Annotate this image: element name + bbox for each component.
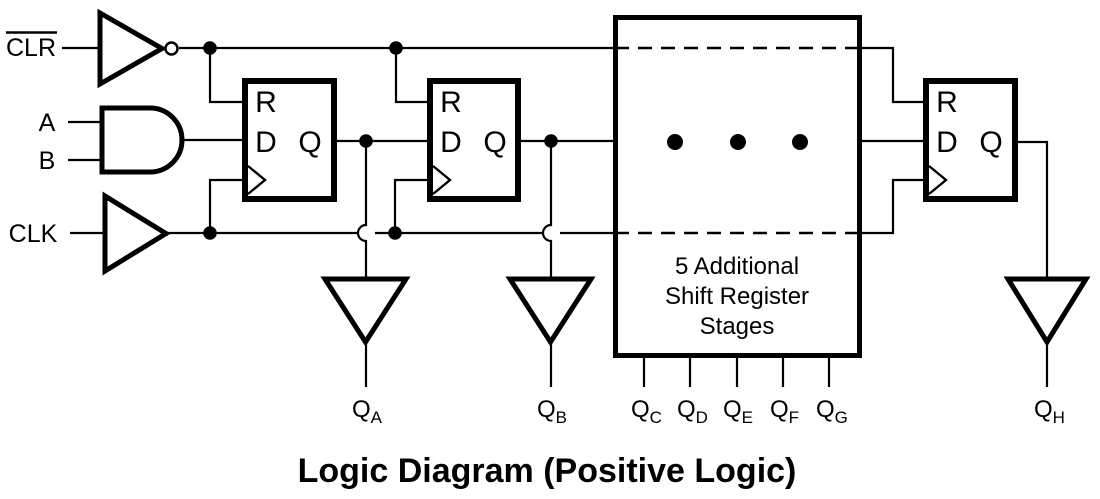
- flip-flop-2: R D Q: [427, 78, 521, 202]
- clk-input-label: CLK: [9, 220, 58, 248]
- ellipsis-dot: [792, 134, 808, 150]
- qd-output-label: QD: [677, 396, 708, 427]
- flip-flop-3-clock-wedge-icon: [928, 165, 948, 195]
- diagram-caption: Logic Diagram (Positive Logic): [298, 452, 797, 490]
- clk-buffer-icon: [102, 191, 171, 276]
- a-input-label: A: [39, 109, 56, 137]
- flip-flop-3-r-label: R: [936, 86, 958, 119]
- flip-flop-1-r-label: R: [255, 86, 277, 119]
- ellipsis-dots: [667, 134, 808, 150]
- ff2-clock-wire: [393, 178, 429, 233]
- flip-flop-3-d-label: D: [936, 126, 958, 159]
- qg-output-label: QG: [816, 396, 848, 427]
- flip-flop-2-d-label: D: [440, 126, 462, 159]
- qa-buffer-icon: [320, 276, 411, 347]
- and-gate-icon: [99, 105, 185, 175]
- inverter-bubble-icon: [164, 41, 179, 56]
- stages-box-text: 5 Additional Shift Register Stages: [665, 253, 809, 340]
- qb-output-label: QB: [537, 396, 567, 427]
- ff2-reset-wire: [394, 48, 429, 104]
- flip-flop-1: R D Q: [242, 78, 337, 202]
- flip-flop-2-box: [427, 78, 521, 202]
- b-input-label: B: [39, 147, 56, 175]
- flip-flop-1-box: [242, 78, 337, 202]
- flip-flop-3-q-label: Q: [979, 126, 1002, 159]
- ff3-clock-wire: [862, 178, 925, 235]
- clr-input-label: CLR: [6, 34, 56, 62]
- qe-output-label: QE: [723, 396, 753, 427]
- output-labels: QA QB QC QD QE QF QG QH: [352, 396, 1065, 427]
- shift-register-stages-box: [613, 15, 862, 358]
- junction-dot: [389, 41, 403, 55]
- qa-output-label: QA: [352, 396, 383, 427]
- junction-dot: [388, 226, 402, 240]
- qh-buffer-icon: [1003, 276, 1091, 347]
- flip-flop-1-q-label: Q: [298, 126, 321, 159]
- qa-drop-wire-with-hop: [356, 141, 368, 279]
- ff1-clock-wire: [208, 178, 244, 233]
- flip-flop-2-clock-wedge-icon: [432, 165, 452, 195]
- qf-output-label: QF: [770, 396, 799, 427]
- junction-dot: [544, 134, 558, 148]
- ff1-reset-wire: [208, 48, 244, 104]
- stages-box-line-2: Shift Register: [665, 283, 809, 310]
- ellipsis-dot: [730, 134, 746, 150]
- flip-flop-3: R D Q: [923, 78, 1018, 202]
- qb-drop-wire-with-hop: [541, 141, 553, 279]
- qh-output-label: QH: [1034, 396, 1065, 427]
- ff3-reset-wire: [862, 46, 925, 104]
- qb-buffer-icon: [505, 276, 596, 347]
- junction-dots: [203, 41, 558, 240]
- wires: [62, 46, 1049, 387]
- flip-flop-2-q-label: Q: [483, 126, 506, 159]
- junction-dot: [359, 134, 373, 148]
- clr-inverter-gate: [97, 8, 179, 89]
- stages-box-line-3: Stages: [700, 313, 775, 340]
- ff3-q-to-qh-wire: [1018, 140, 1049, 279]
- flip-flop-1-clock-wedge-icon: [247, 165, 267, 195]
- ellipsis-dot: [667, 134, 683, 150]
- input-labels: CLR A B CLK: [6, 31, 58, 248]
- flip-flop-3-box: [923, 78, 1018, 202]
- flip-flop-2-r-label: R: [440, 86, 462, 119]
- flip-flop-1-d-label: D: [255, 126, 277, 159]
- junction-dot: [203, 226, 217, 240]
- inverter-triangle-icon: [97, 8, 168, 89]
- junction-dot: [203, 41, 217, 55]
- stages-box-line-1: 5 Additional: [675, 253, 799, 280]
- qc-output-label: QC: [631, 396, 662, 427]
